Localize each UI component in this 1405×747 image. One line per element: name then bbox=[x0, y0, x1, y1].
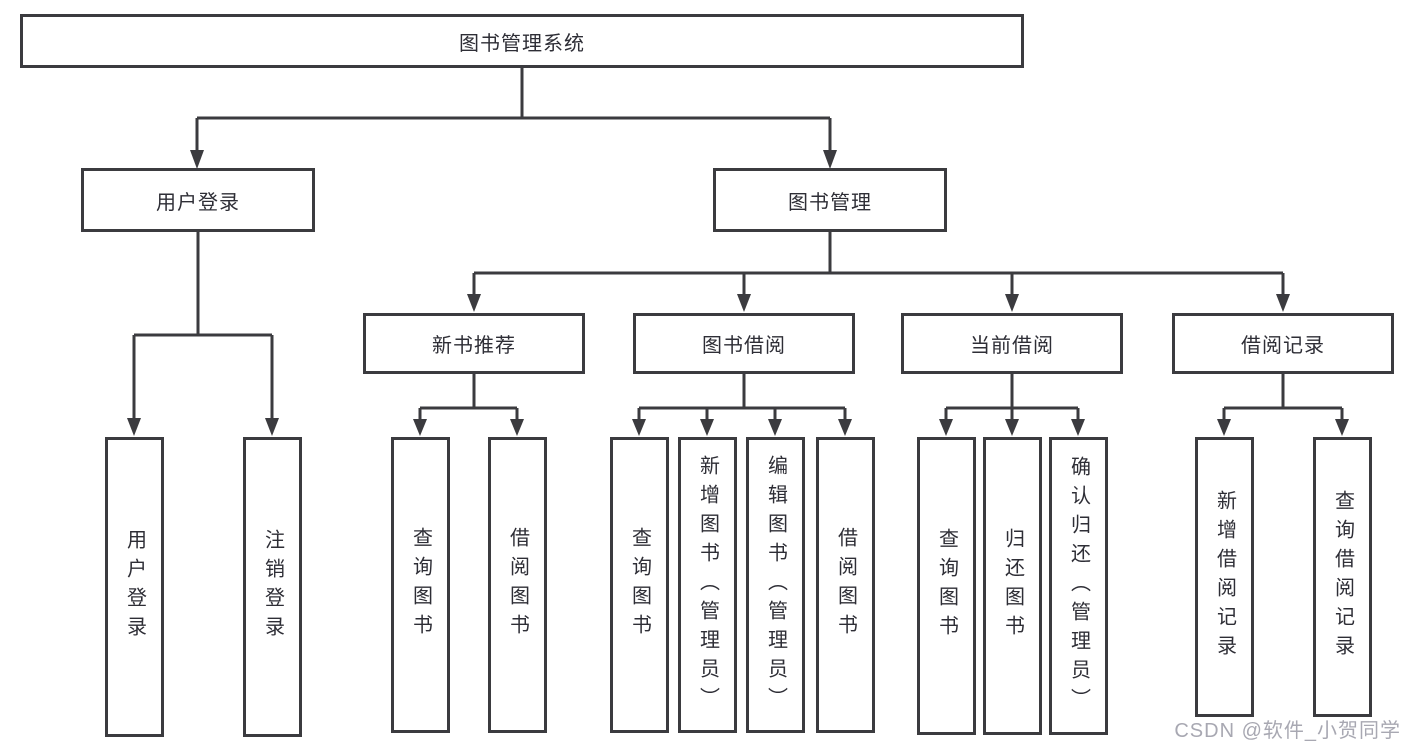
node-book-borrow-label: 图书借阅 bbox=[702, 335, 786, 357]
connector-records-to-leaves bbox=[1222, 372, 1344, 421]
leaf-current-confirm-return: 确认归还（管理员） bbox=[1049, 437, 1108, 735]
node-root-system: 图书管理系统 bbox=[20, 14, 1024, 68]
node-book-management: 图书管理 bbox=[713, 168, 947, 232]
leaf-records-query-record-label: 查询借阅记录 bbox=[1331, 490, 1354, 664]
leaf-borrow-add-book-label: 新增图书（管理员） bbox=[696, 454, 719, 716]
leaf-recommend-query-book: 查询图书 bbox=[391, 437, 450, 733]
node-user-login: 用户登录 bbox=[81, 168, 315, 232]
leaf-borrow-query-book: 查询图书 bbox=[610, 437, 669, 733]
leaf-logout-label: 注销登录 bbox=[261, 529, 284, 645]
leaf-user-login: 用户登录 bbox=[105, 437, 164, 737]
leaf-records-query-record: 查询借阅记录 bbox=[1313, 437, 1372, 717]
leaf-borrow-edit-book: 编辑图书（管理员） bbox=[746, 437, 805, 733]
leaf-current-query-book-label: 查询图书 bbox=[935, 528, 958, 644]
node-borrow-records-label: 借阅记录 bbox=[1241, 335, 1325, 357]
connector-current-to-leaves bbox=[944, 372, 1080, 421]
leaf-records-add-record-label: 新增借阅记录 bbox=[1213, 490, 1236, 664]
leaf-borrow-add-book: 新增图书（管理员） bbox=[678, 437, 737, 733]
connector-recommend-to-leaves bbox=[418, 372, 519, 421]
leaf-recommend-borrow-book: 借阅图书 bbox=[488, 437, 547, 733]
leaf-current-return-book: 归还图书 bbox=[983, 437, 1042, 735]
csdn-watermark: CSDN @软件_小贺同学 bbox=[1174, 720, 1401, 742]
node-book-borrow: 图书借阅 bbox=[633, 313, 855, 374]
node-root-system-label: 图书管理系统 bbox=[459, 32, 585, 55]
leaf-borrow-borrow-book: 借阅图书 bbox=[816, 437, 875, 733]
leaf-recommend-borrow-book-label: 借阅图书 bbox=[506, 527, 529, 643]
node-new-book-recommend-label: 新书推荐 bbox=[432, 335, 516, 357]
leaf-borrow-query-book-label: 查询图书 bbox=[628, 527, 651, 643]
node-user-login-label: 用户登录 bbox=[156, 191, 240, 214]
connector-userlogin-to-leaves bbox=[132, 230, 274, 420]
node-new-book-recommend: 新书推荐 bbox=[363, 313, 585, 374]
connector-root-to-level2 bbox=[195, 66, 832, 152]
leaf-current-query-book: 查询图书 bbox=[917, 437, 976, 735]
node-current-borrow-label: 当前借阅 bbox=[970, 335, 1054, 357]
node-borrow-records: 借阅记录 bbox=[1172, 313, 1394, 374]
leaf-borrow-borrow-book-label: 借阅图书 bbox=[834, 527, 857, 643]
leaf-logout: 注销登录 bbox=[243, 437, 302, 737]
leaf-borrow-edit-book-label: 编辑图书（管理员） bbox=[764, 454, 787, 716]
leaf-user-login-label: 用户登录 bbox=[123, 529, 146, 645]
leaf-current-return-book-label: 归还图书 bbox=[1001, 528, 1024, 644]
connector-bookmgmt-to-level3 bbox=[472, 230, 1285, 296]
leaf-current-confirm-return-label: 确认归还（管理员） bbox=[1067, 455, 1090, 717]
connector-borrow-to-leaves bbox=[637, 372, 847, 421]
leaf-recommend-query-book-label: 查询图书 bbox=[409, 527, 432, 643]
leaf-records-add-record: 新增借阅记录 bbox=[1195, 437, 1254, 717]
node-book-management-label: 图书管理 bbox=[788, 191, 872, 214]
node-current-borrow: 当前借阅 bbox=[901, 313, 1123, 374]
